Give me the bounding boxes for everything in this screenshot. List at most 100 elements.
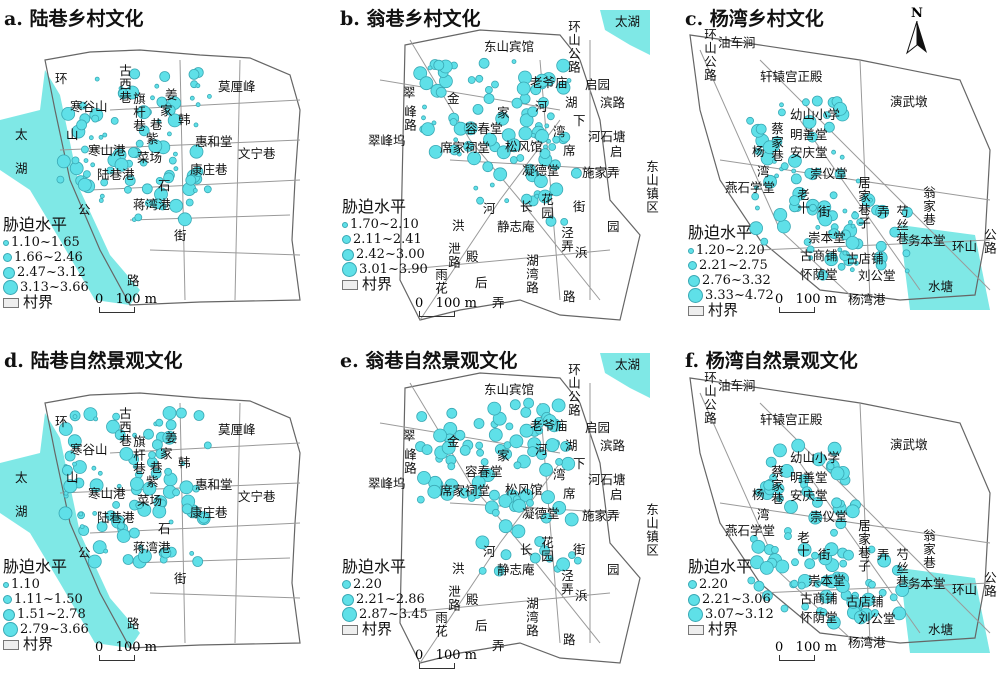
place-label: 后 [475, 275, 488, 290]
place-label: 演武墩 [890, 437, 928, 452]
legend-item: 2.20 [688, 577, 774, 592]
stress-point [784, 499, 798, 514]
stress-point [168, 519, 174, 525]
village-boundary [44, 392, 301, 649]
stress-point [167, 113, 182, 128]
stress-point [545, 215, 557, 227]
place-label: 菜场 [137, 150, 163, 165]
place-label: 居家巷子 [856, 176, 871, 230]
stress-point [119, 447, 134, 461]
place-label: 河 [535, 442, 548, 457]
place-label: 环山 [952, 582, 978, 597]
road [799, 119, 921, 291]
place-label: 东山镇区 [644, 160, 659, 214]
stress-point [779, 102, 784, 108]
place-label: 寒山港 [88, 486, 126, 501]
stress-point [160, 547, 172, 559]
place-label: 菜场 [137, 493, 163, 508]
stress-point [162, 406, 177, 420]
place-label: 惠和堂 [195, 477, 233, 492]
stress-point [848, 219, 853, 225]
stress-point [76, 119, 87, 131]
stress-point [106, 419, 120, 434]
road [759, 59, 991, 291]
place-label: 长 [520, 542, 533, 557]
place-label: 幼山小学 [790, 450, 841, 465]
stress-point [162, 430, 177, 445]
stress-point [835, 518, 847, 530]
place-label: 家 [160, 446, 173, 461]
stress-point [195, 102, 201, 108]
stress-point [535, 129, 549, 144]
place-label: 寒谷山 [70, 442, 108, 457]
place-label: 街 [573, 542, 586, 557]
stress-point [560, 217, 569, 226]
stress-point [784, 532, 792, 541]
place-label: 幼山小学 [790, 107, 841, 122]
stress-point [811, 452, 826, 467]
stress-point [534, 536, 546, 547]
stress-point [112, 515, 117, 520]
stress-point [488, 428, 503, 442]
stress-point [64, 450, 76, 462]
place-label: 席家祠堂 [440, 140, 491, 155]
legend-item: 1.51~2.78 [3, 607, 89, 622]
stress-point [498, 519, 513, 534]
lake-area [900, 225, 990, 310]
stress-point [754, 488, 763, 497]
stress-point [175, 407, 187, 419]
stress-point [63, 479, 78, 494]
place-label: 务本堂 [908, 233, 946, 248]
legend-label: 1.10 [11, 577, 40, 592]
stress-point [791, 558, 799, 567]
stress-point [134, 213, 143, 222]
place-label: 殿 [466, 592, 479, 607]
stress-point [495, 111, 510, 126]
map-panel-yangwan [689, 34, 991, 310]
place-label: 河石塘 [588, 129, 626, 144]
stress-point [780, 162, 789, 171]
north-arrow-icon [906, 20, 927, 55]
stress-point [780, 604, 789, 613]
place-label: 席家祠堂 [440, 483, 491, 498]
stress-point [868, 197, 873, 203]
stress-point [571, 167, 582, 179]
stress-point [853, 610, 868, 625]
stress-point [875, 259, 887, 271]
legend-label: 1.70~2.10 [350, 217, 419, 232]
place-label: 水塘 [928, 622, 954, 637]
place-label: 静志庵 [497, 219, 535, 234]
stress-point [542, 414, 557, 428]
place-label: 路 [127, 616, 140, 631]
stress-point [192, 188, 198, 193]
circle-icon [3, 253, 12, 262]
stress-point [106, 166, 115, 175]
legend-boundary: 村界 [3, 295, 89, 310]
place-label: 陆巷港 [97, 167, 135, 182]
stress-point [527, 446, 538, 457]
stress-point [772, 158, 777, 164]
stress-point [509, 156, 518, 164]
legend-label: 2.42~3.00 [356, 247, 425, 262]
stress-point [809, 203, 817, 212]
stress-point [564, 512, 579, 527]
stress-point [808, 510, 823, 525]
stress-point [72, 414, 78, 419]
stress-point [539, 462, 553, 477]
road [859, 59, 871, 301]
stress-point [156, 119, 162, 124]
place-label: 凝德堂 [522, 506, 560, 521]
stress-point [155, 448, 167, 459]
stress-point [540, 512, 552, 524]
scale-label: 0 100 m [775, 640, 837, 655]
stress-point [483, 132, 497, 147]
stress-point [116, 483, 122, 489]
stress-point [478, 566, 487, 575]
stress-point [797, 542, 812, 557]
stress-point [549, 182, 564, 197]
stress-point [751, 192, 760, 201]
stress-point [867, 545, 876, 554]
place-label: 文宁巷 [238, 489, 276, 504]
